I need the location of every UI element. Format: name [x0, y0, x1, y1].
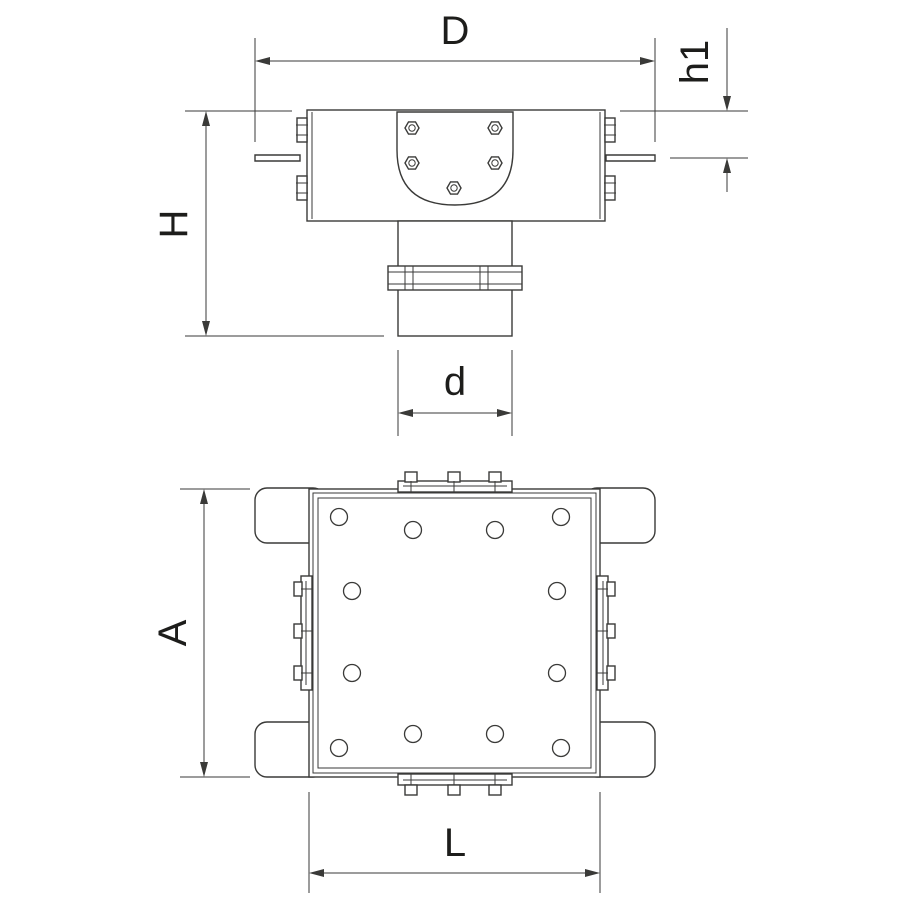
extension-lines-top-view: [180, 488, 601, 893]
hex-bolt-icon: [404, 121, 503, 195]
drain-hole: [329, 738, 349, 758]
dimension-label-h1: h1: [673, 40, 717, 85]
bottom-clamp: [397, 773, 513, 796]
dimension-label-A: A: [151, 619, 195, 646]
dimension-A: A: [151, 489, 208, 777]
drain-hole: [329, 507, 349, 527]
right-flange: [605, 154, 656, 162]
top-view: A L: [151, 471, 656, 893]
dimension-label-D: D: [441, 9, 470, 53]
left-clamp: [293, 575, 313, 691]
grate-inner: [317, 497, 592, 769]
dimension-h1: h1: [673, 28, 731, 192]
drain-hole: [547, 581, 567, 601]
left-flange: [254, 154, 301, 162]
side-view: D h1 H d: [152, 9, 748, 436]
left-brackets: [296, 117, 308, 201]
drain-hole: [547, 663, 567, 683]
dimension-L: L: [309, 821, 600, 877]
grate-outer: [308, 488, 601, 778]
drain-hole: [551, 507, 571, 527]
drain-hole: [342, 581, 362, 601]
dimension-label-H: H: [152, 210, 196, 239]
drain-hole: [403, 724, 423, 744]
dimension-H: H: [152, 111, 210, 336]
top-clamp: [397, 471, 513, 493]
extension-lines: [185, 38, 748, 436]
drain-hole: [551, 738, 571, 758]
right-clamp: [596, 575, 616, 691]
dimension-label-L: L: [444, 821, 466, 865]
drain-hole: [485, 724, 505, 744]
dimension-D: D: [255, 9, 655, 65]
cover-plate: [396, 111, 514, 206]
drain-hole: [342, 663, 362, 683]
drain-holes: [329, 507, 571, 758]
drain-hole: [485, 520, 505, 540]
right-brackets: [604, 117, 616, 201]
dimension-d: d: [398, 360, 512, 417]
pipe-coupling: [387, 265, 523, 291]
dimension-label-d: d: [444, 360, 466, 404]
drain-hole: [403, 520, 423, 540]
